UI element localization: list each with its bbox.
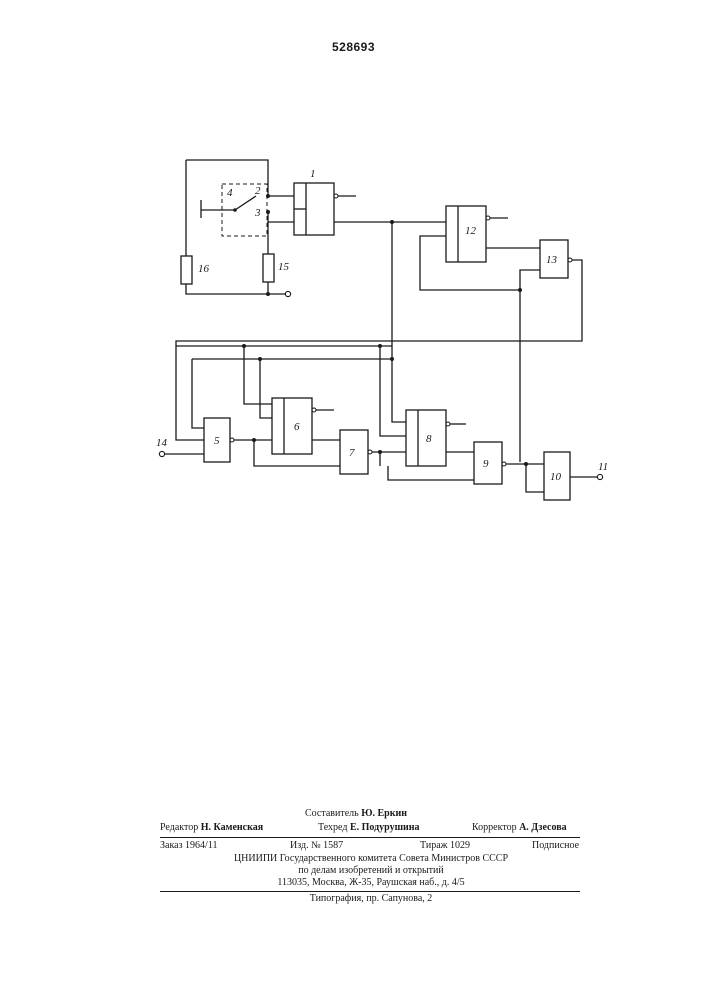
order-number: Заказ 1964/11: [160, 840, 217, 851]
compiler-name: Ю. Еркин: [361, 808, 407, 819]
label-block-12: 12: [465, 225, 477, 237]
ground-terminal: [285, 291, 290, 296]
label-block-13: 13: [546, 254, 558, 266]
label-resistor-15: 15: [278, 261, 290, 273]
editor-line: Редактор Н. Каменская: [160, 822, 263, 833]
label-contact-2: 2: [255, 185, 261, 197]
techred-name: Е. Подурушина: [350, 822, 420, 833]
label-block-10: 10: [550, 471, 562, 483]
block-1: [294, 183, 446, 235]
label-block-1: 1: [310, 168, 316, 180]
label-output-11: 11: [598, 461, 608, 473]
org-line-2: по делам изобретений и открытий: [0, 865, 707, 876]
circulation: Тираж 1029: [420, 840, 470, 851]
printing-house: Типография, пр. Сапунова, 2: [0, 893, 707, 904]
block-6: [272, 398, 340, 454]
resistor-16: [181, 256, 192, 284]
switch-blade: [235, 196, 256, 210]
wire-1-to-8: [392, 222, 406, 422]
label-switch-4: 4: [227, 187, 233, 199]
label-block-8: 8: [426, 433, 432, 445]
techred-line: Техред Е. Подурушина: [318, 822, 420, 833]
label-contact-3: 3: [254, 207, 261, 219]
editor-name: Н. Каменская: [201, 822, 263, 833]
org-line-1: ЦНИИПИ Государственного комитета Совета …: [0, 853, 707, 864]
input-terminal-14: [159, 451, 164, 456]
switch-section: [181, 160, 294, 297]
resistor-15: [263, 254, 274, 282]
block-13: [176, 240, 582, 462]
output-terminal-11: [597, 474, 602, 479]
label-resistor-16: 16: [198, 263, 210, 275]
label-input-14: 14: [156, 437, 168, 449]
label-block-7: 7: [349, 447, 355, 459]
label-block-5: 5: [214, 435, 220, 447]
label-block-9: 9: [483, 458, 489, 470]
subscription-note: Подписное: [532, 840, 579, 851]
edition-number: Изд. № 1587: [290, 840, 343, 851]
compiler-label: Составитель: [305, 808, 359, 819]
address-line: 113035, Москва, Ж-35, Раушская наб., д. …: [0, 877, 707, 888]
techred-label: Техред: [318, 822, 347, 833]
corrector-label: Корректор: [472, 822, 517, 833]
corrector-line: Корректор А. Дзесова: [472, 822, 567, 833]
block-12: [420, 206, 540, 290]
label-block-6: 6: [294, 421, 300, 433]
editor-label: Редактор: [160, 822, 198, 833]
corrector-name: А. Дзесова: [519, 822, 567, 833]
divider-2: [160, 891, 580, 892]
divider-1: [160, 837, 580, 838]
compiler-line: Составитель Ю. Еркин: [305, 808, 407, 819]
